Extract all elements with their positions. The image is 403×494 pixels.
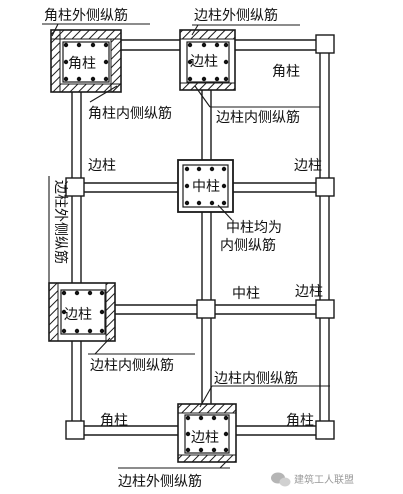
labels: 角柱外侧纵筋 边柱外侧纵筋 角柱 边柱 角柱 角柱内侧纵筋 边柱内侧纵筋 边柱 …	[44, 7, 323, 490]
label-edge-inner-left: 边柱内侧纵筋	[90, 357, 174, 374]
label-corner-bl: 角柱	[100, 413, 128, 429]
inner-rebar-hatch-top	[177, 403, 237, 414]
label-corner-br: 角柱	[286, 413, 314, 429]
beam-col-3	[319, 45, 330, 430]
inner-rebar-hatch-bottom	[179, 82, 236, 91]
inner-rebar-hatch-bottom	[59, 83, 122, 93]
outer-rebar-hatch-left	[50, 29, 61, 93]
label-edge-right-low: 边柱	[295, 284, 323, 300]
outer-rebar-hatch-top	[50, 29, 122, 40]
inner-rebar-hatch-right	[105, 282, 116, 342]
label-edge-left-mid: 边柱	[88, 158, 116, 174]
label-edge-right-mid: 边柱	[294, 158, 322, 174]
outer-rebar-hatch-left	[48, 282, 59, 342]
rebar-dots	[185, 415, 229, 453]
label-edge-inner-top: 边柱内侧纵筋	[216, 109, 300, 126]
column-edge-right-low	[315, 299, 335, 319]
label-center-col: 中柱	[192, 179, 220, 195]
label-center-note-1: 中柱均为	[226, 220, 282, 236]
label-corner-tl: 角柱	[68, 56, 96, 72]
column-corner-top-left	[50, 29, 122, 93]
column-corner-bottom-right	[315, 420, 335, 440]
column-edge-bottom	[177, 403, 237, 463]
column-edge-top	[179, 29, 236, 91]
label-center-col-2: 中柱	[232, 286, 260, 302]
wechat-icon	[271, 472, 291, 487]
label-corner-tr: 角柱	[272, 64, 300, 80]
beam-col-1	[71, 80, 82, 430]
rebar-dots	[61, 290, 105, 334]
watermark: 建筑工人联盟	[271, 472, 354, 487]
label-corner-inner: 角柱内侧纵筋	[88, 105, 172, 122]
outer-rebar-hatch-bottom	[177, 454, 237, 463]
column-edge-left-mid	[65, 177, 85, 197]
small-columns	[65, 34, 335, 440]
label-center-note-2: 内侧纵筋	[220, 237, 276, 254]
rebar-dots	[63, 42, 109, 82]
label-edge-outer-vertical: 边柱外侧纵筋	[52, 180, 69, 264]
rebar-dots	[187, 42, 229, 82]
column-edge-left	[48, 282, 116, 342]
label-corner-outer-top: 角柱外侧纵筋	[44, 7, 128, 24]
watermark-text: 建筑工人联盟	[294, 473, 354, 486]
label-edge-outer-top: 边柱外侧纵筋	[194, 7, 278, 24]
label-edge-inner-bottom: 边柱内侧纵筋	[214, 370, 298, 387]
column-corner-bottom-left	[65, 420, 85, 440]
column-corner-top-right	[315, 34, 335, 54]
label-edge-left-low: 边柱	[64, 307, 92, 323]
label-edge-outer-bottom: 边柱外侧纵筋	[118, 473, 202, 490]
label-edge-bottom-col: 边柱	[191, 430, 219, 446]
label-edge-top-col: 边柱	[190, 54, 218, 70]
column-center-low	[196, 299, 216, 319]
leader-lines	[42, 23, 330, 469]
rebar-dots	[184, 166, 227, 206]
beam-col-2	[201, 45, 212, 430]
column-edge-right-mid	[315, 177, 335, 197]
outer-rebar-hatch-top	[179, 29, 236, 40]
column-center	[177, 159, 234, 213]
